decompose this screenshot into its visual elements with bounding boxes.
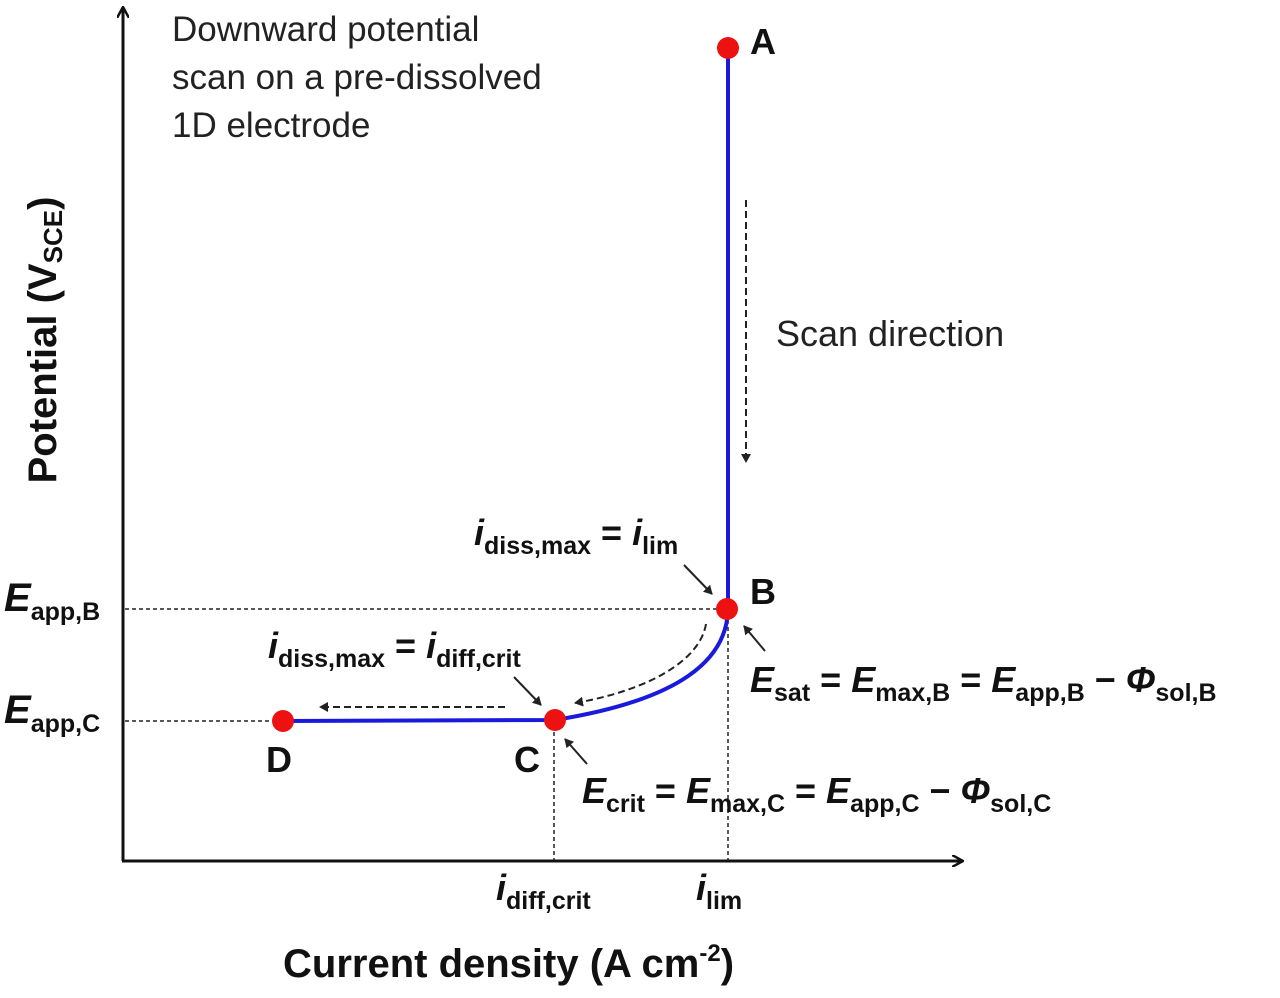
y-axis-title: Potential (VSCE): [21, 196, 68, 484]
pointer-arrows: [513, 564, 766, 765]
eq-esat: Esat = Emax,B = Eapp,B − Φsol,B: [750, 659, 1217, 707]
scan-note-line2: scan on a pre-dissolved: [172, 58, 542, 97]
point-a-label: A: [750, 21, 776, 62]
polarization-curve: [282, 48, 730, 723]
scan-note-line1: Downward potential: [172, 10, 480, 49]
x-tick-ilim: ilim: [696, 867, 743, 915]
eq-ecrit: Ecrit = Emax,C = Eapp,C − Φsol,C: [582, 770, 1052, 818]
scan-note-line3: 1D electrode: [172, 106, 371, 145]
point-b-label: B: [750, 571, 776, 612]
scan-note: Downward potential scan on a pre-dissolv…: [172, 6, 542, 150]
guide-lines: [125, 608, 729, 860]
point-c-label: C: [514, 739, 540, 780]
eq-idiss-idiffcrit: idiss,max = idiff,crit: [268, 625, 521, 673]
point-d-marker[interactable]: [272, 710, 294, 732]
eq-idiss-ilim: idiss,max = ilim: [474, 512, 679, 560]
point-b-marker[interactable]: [716, 598, 738, 620]
y-tick-eapp-b: Eapp,B: [4, 576, 101, 626]
point-a-marker[interactable]: [717, 37, 739, 59]
x-axis-title: Current density (A cm-2): [283, 940, 735, 986]
y-tick-eapp-c: Eapp,C: [4, 688, 101, 738]
point-d-label: D: [266, 739, 292, 780]
scan-direction-label: Scan direction: [776, 313, 1005, 354]
scan-direction-arrows: [319, 200, 751, 712]
point-c-marker[interactable]: [544, 709, 566, 731]
x-tick-idiffcrit: idiff,crit: [496, 867, 591, 915]
